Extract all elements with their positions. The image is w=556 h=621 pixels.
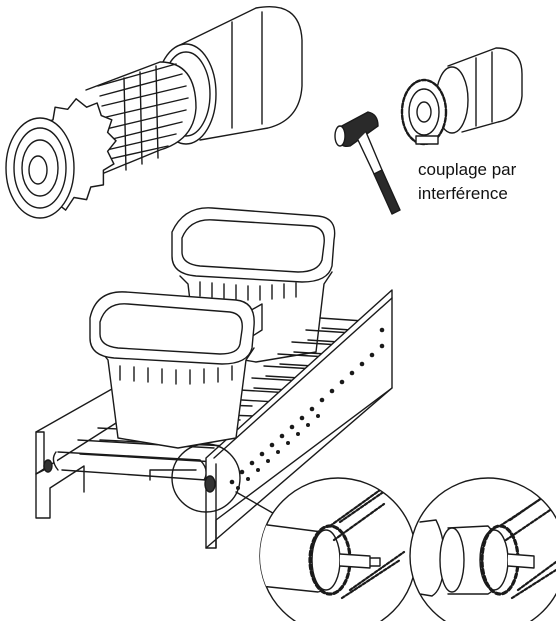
magnifier-circle-icon [171, 443, 241, 513]
caption-line-1: couplage par [418, 160, 517, 179]
zoom-detail-before [259, 477, 417, 621]
mallet-icon [334, 111, 401, 215]
caption-line-2: interférence [418, 184, 508, 203]
rail-bolt-holes [229, 327, 385, 490]
front-crate [89, 291, 255, 449]
shaft-bore [28, 155, 48, 185]
small-roller-sprocket [400, 47, 523, 146]
large-roller-sprocket [5, 6, 303, 219]
leader-line [235, 491, 279, 517]
caption-label: couplage par interférence [418, 158, 554, 206]
zoom-detail-after [409, 477, 556, 621]
